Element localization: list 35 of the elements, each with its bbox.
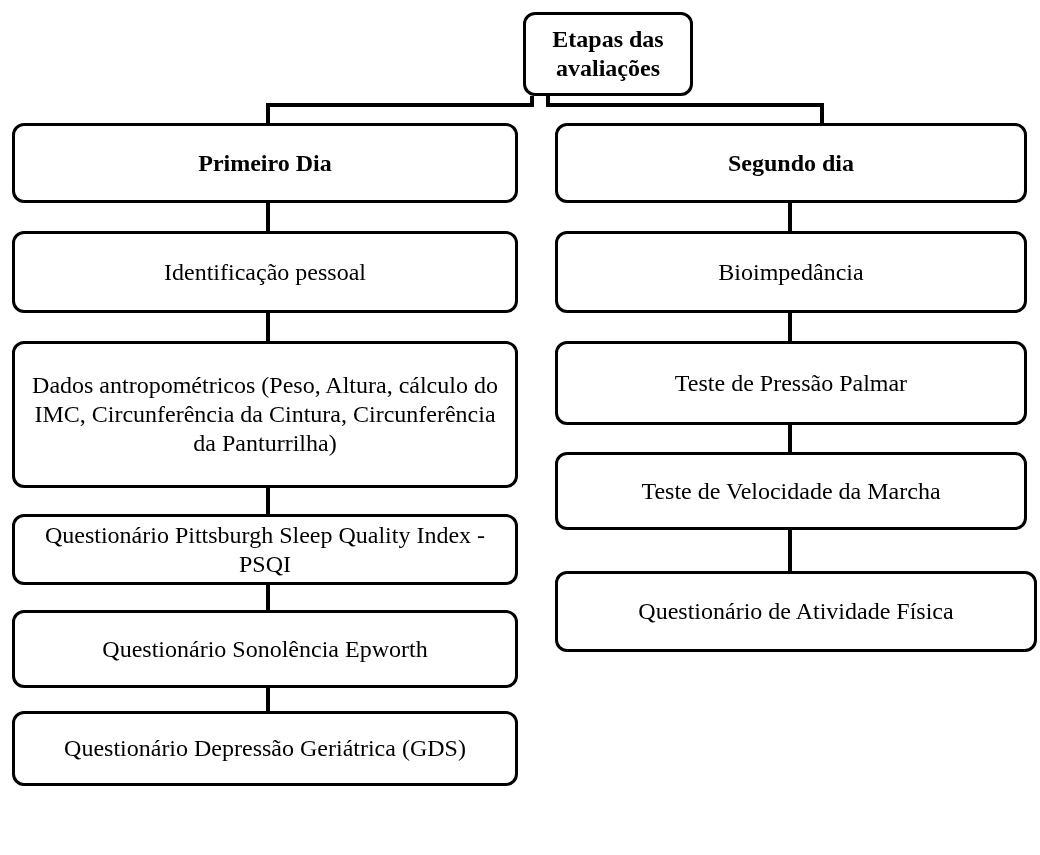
connector-line: [266, 203, 270, 231]
heading-box: [12, 123, 518, 203]
connector-line: [788, 203, 792, 231]
box-text: Teste de Pressão Palmar: [674, 368, 908, 398]
box-text: Bioimpedância: [718, 257, 864, 287]
box-text: Questionário Depressão Geriátrica (GDS): [64, 734, 466, 763]
box-text: Primeiro Dia: [198, 148, 332, 178]
box-text: Identificação pessoal: [164, 257, 366, 287]
connector-line: [266, 585, 270, 610]
connector-line: [266, 488, 270, 514]
step-box: [555, 341, 1027, 425]
step-box: [555, 231, 1027, 313]
heading-box: [555, 123, 1027, 203]
step-box: [12, 231, 518, 313]
box-text: Segundo dia: [727, 148, 855, 178]
connector-line: [788, 530, 792, 571]
connector-line: [266, 313, 270, 341]
box-text: Etapas das avaliações: [551, 25, 665, 83]
box-text: Questionário Sonolência Epworth: [102, 634, 428, 664]
box-text: Questionário Pittsburgh Sleep Quality Index - PSQI: [43, 520, 487, 579]
box-text: Teste de Velocidade da Marcha: [641, 476, 941, 506]
connector-line: [266, 96, 534, 123]
step-box: [555, 452, 1027, 530]
box-text: Questionário de Atividade Física: [638, 597, 954, 626]
box-text: Dados antropométricos (Peso, Altura, cálculo do IMC, Circunferência da Cintura, Circunferência da Panturrilha): [31, 371, 499, 458]
connector-line: [266, 688, 270, 711]
step-box: [12, 610, 518, 688]
connector-line: [788, 313, 792, 341]
step-box: [12, 711, 518, 786]
heading-box: [523, 12, 693, 96]
connector-line: [546, 96, 824, 123]
step-box: [12, 514, 518, 585]
step-box: [555, 571, 1037, 652]
connector-line: [788, 425, 792, 452]
step-box: [12, 341, 518, 488]
